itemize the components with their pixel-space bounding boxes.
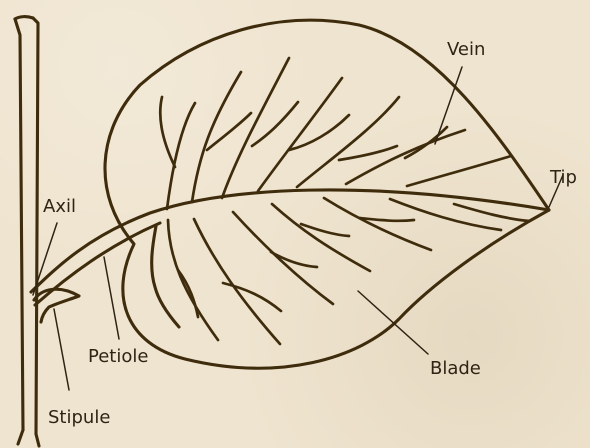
axil-label: Axil bbox=[43, 196, 76, 217]
petiole-lower bbox=[35, 223, 160, 305]
vein-lower-6 bbox=[390, 199, 501, 230]
tip-label: Tip bbox=[549, 167, 577, 188]
stem-outline-left bbox=[15, 19, 23, 430]
stem-base-left bbox=[18, 430, 23, 444]
petiole-label: Petiole bbox=[88, 346, 148, 367]
stem-base-right bbox=[36, 434, 39, 446]
stipule-outline bbox=[34, 289, 79, 322]
vein-upper-5b bbox=[339, 146, 397, 160]
vein-label: Vein bbox=[447, 39, 485, 60]
stem-top-cap bbox=[15, 17, 33, 19]
blade-label: Blade bbox=[430, 358, 481, 379]
vein-upper-7 bbox=[407, 156, 511, 186]
petiole-upper bbox=[31, 190, 549, 292]
vein-upper-3b bbox=[252, 102, 298, 146]
vein-upper-3 bbox=[222, 58, 289, 198]
vein-upper-2 bbox=[192, 72, 241, 202]
petiole-leader bbox=[104, 257, 119, 339]
vein-lower-5 bbox=[324, 198, 431, 250]
vein-lower-5b bbox=[360, 218, 414, 221]
stipule-leader bbox=[54, 309, 69, 390]
vein-upper-6b bbox=[405, 127, 447, 158]
stipule-label: Stipule bbox=[48, 407, 110, 428]
stem-outline-right bbox=[33, 18, 38, 434]
blade-inner-edge bbox=[152, 226, 179, 327]
vein-upper-4b bbox=[289, 115, 349, 150]
vein-lower-2b bbox=[223, 283, 281, 311]
vein-upper-1b bbox=[160, 97, 175, 167]
